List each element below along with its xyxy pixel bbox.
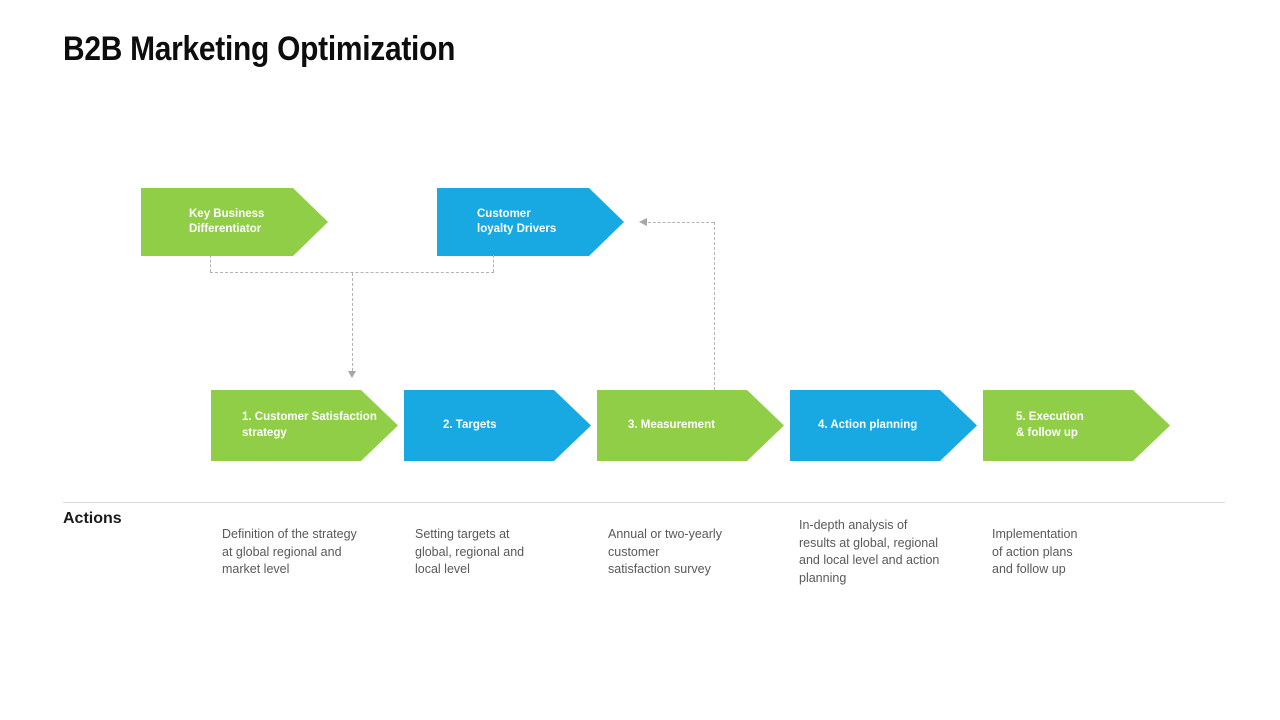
- shape-step-3-measurement[interactable]: 3. Measurement: [597, 390, 784, 461]
- shape-step-4-action-planning[interactable]: 4. Action planning: [790, 390, 977, 461]
- connector-top-left-stub: [210, 255, 211, 272]
- step-label: 5. Execution & follow up: [1016, 411, 1084, 439]
- connector-top-right-stub: [493, 255, 494, 272]
- action-text-1: Definition of the strategy at global reg…: [222, 527, 357, 576]
- slide-title: B2B Marketing Optimization: [63, 30, 456, 68]
- connector-top-horizontal: [210, 272, 494, 273]
- connector-top-to-strategy: [352, 273, 353, 371]
- actions-heading: Actions: [63, 510, 122, 527]
- shape-key-business-differentiator[interactable]: Key Business Differentiator: [141, 188, 328, 256]
- step-label: 3. Measurement: [628, 418, 715, 431]
- shape-customer-loyalty-drivers[interactable]: Customer loyalty Drivers: [437, 188, 624, 256]
- shape-label: Customer loyalty Drivers: [477, 207, 557, 236]
- step-label: 1. Customer Satisfaction strategy: [242, 411, 377, 439]
- arrowhead-left-icon: [639, 218, 647, 226]
- shape-step-5-execution-follow-up[interactable]: 5. Execution & follow up: [983, 390, 1170, 461]
- connector-measurement-vertical: [714, 222, 715, 390]
- shape-step-1-customer-satisfaction-strategy[interactable]: 1. Customer Satisfaction strategy: [211, 390, 398, 461]
- step-label: 4. Action planning: [818, 418, 918, 431]
- action-text-5: Implementation of action plans and follo…: [992, 527, 1078, 576]
- connector-measurement-horizontal: [648, 222, 714, 223]
- action-text-2: Setting targets at global, regional and …: [415, 527, 525, 576]
- action-text-3: Annual or two-yearly customer satisfacti…: [608, 527, 722, 576]
- step-label: 2. Targets: [443, 418, 497, 431]
- action-text-4: In-depth analysis of results at global, …: [799, 518, 940, 585]
- arrowhead-down-icon: [348, 371, 356, 378]
- shape-step-2-targets[interactable]: 2. Targets: [404, 390, 591, 461]
- actions-divider: [63, 502, 1225, 503]
- shape-label: Key Business Differentiator: [189, 207, 265, 236]
